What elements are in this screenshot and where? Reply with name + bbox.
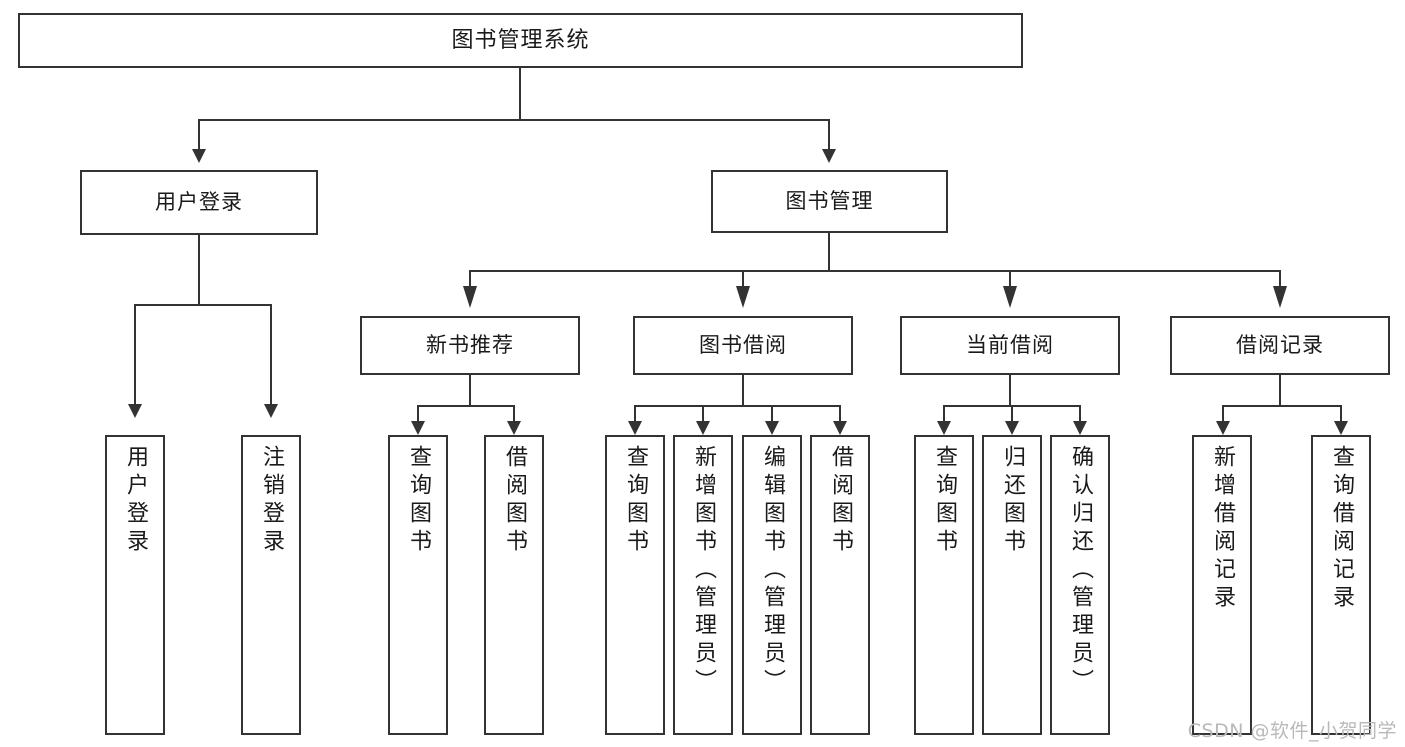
csdn-watermark: CSDN @软件_小贺同学 [1187, 720, 1397, 742]
connector-bb-drop-2 [702, 405, 704, 421]
node-label: 借阅图书 [502, 445, 527, 557]
connector-user-login-drop-1 [134, 304, 136, 404]
connector-user-login-bus [134, 304, 272, 306]
arrowhead-br-leaf-2 [1334, 421, 1348, 435]
node-label: 新增借阅记录 [1210, 445, 1235, 613]
connector-bb-drop-1 [634, 405, 636, 421]
connector-cb-drop-1 [943, 405, 945, 421]
connector-nbr-bus [417, 405, 515, 407]
connector-root-bus [198, 119, 830, 121]
leaf-user-login[interactable]: 用户登录 [105, 435, 165, 735]
node-label: 用户登录 [155, 190, 243, 215]
leaf-br-add-record[interactable]: 新增借阅记录 [1192, 435, 1252, 735]
connector-user-login-stem [198, 235, 200, 305]
connector-level2-drop-2 [742, 270, 744, 286]
leaf-bb-add-book-admin[interactable]: 新增图书（管理员） [673, 435, 733, 735]
connector-root-stem [519, 68, 521, 120]
arrowhead-to-book-management [822, 149, 836, 163]
node-book-borrow[interactable]: 图书借阅 [633, 316, 853, 375]
node-label: 注销登录 [259, 445, 284, 557]
node-user-login[interactable]: 用户登录 [80, 170, 318, 235]
connector-nbr-drop-1 [417, 405, 419, 421]
node-label: 借阅记录 [1236, 333, 1324, 358]
node-label: 查询借阅记录 [1329, 445, 1354, 613]
arrowhead-to-book-borrow [736, 286, 750, 308]
node-label: 借阅图书 [828, 445, 853, 557]
node-current-borrow[interactable]: 当前借阅 [900, 316, 1120, 375]
connector-bb-drop-4 [839, 405, 841, 421]
leaf-bb-edit-book-admin[interactable]: 编辑图书（管理员） [742, 435, 802, 735]
connector-cb-drop-3 [1079, 405, 1081, 421]
connector-level2-bus [469, 270, 1281, 272]
connector-book-management-stem [828, 233, 830, 271]
arrowhead-cb-leaf-2 [1005, 421, 1019, 435]
arrowhead-to-user-login [192, 149, 206, 163]
leaf-cb-return-book[interactable]: 归还图书 [982, 435, 1042, 735]
connector-bb-drop-3 [771, 405, 773, 421]
node-label: 编辑图书（管理员） [760, 445, 785, 697]
node-label: 图书管理系统 [451, 27, 590, 53]
leaf-nbr-query-book[interactable]: 查询图书 [388, 435, 448, 735]
leaf-bb-borrow-book[interactable]: 借阅图书 [810, 435, 870, 735]
node-borrow-record[interactable]: 借阅记录 [1170, 316, 1390, 375]
arrowhead-bb-leaf-4 [833, 421, 847, 435]
connector-bb-bus [634, 405, 840, 407]
connector-cb-drop-2 [1011, 405, 1013, 421]
arrowhead-to-current-borrow [1003, 286, 1017, 308]
node-new-book-recommend[interactable]: 新书推荐 [360, 316, 580, 375]
arrowhead-nbr-leaf-2 [507, 421, 521, 435]
connector-br-bus [1222, 405, 1342, 407]
connector-user-login-drop-2 [270, 304, 272, 404]
connector-br-drop-2 [1340, 405, 1342, 421]
connector-level2-drop-3 [1009, 270, 1011, 286]
arrowhead-bb-leaf-2 [696, 421, 710, 435]
node-book-management[interactable]: 图书管理 [711, 170, 948, 233]
arrowhead-br-leaf-1 [1216, 421, 1230, 435]
arrowhead-nbr-leaf-1 [411, 421, 425, 435]
arrowhead-to-new-book-recommend [463, 286, 477, 308]
node-label: 查询图书 [932, 445, 957, 557]
node-label: 查询图书 [623, 445, 648, 557]
connector-level2-drop-4 [1279, 270, 1281, 286]
connector-bb-stem [742, 375, 744, 406]
node-label: 当前借阅 [966, 333, 1054, 358]
arrowhead-user-login-leaf-1 [128, 404, 142, 418]
arrowhead-cb-leaf-3 [1073, 421, 1087, 435]
leaf-bb-query-book[interactable]: 查询图书 [605, 435, 665, 735]
node-label: 图书借阅 [699, 333, 787, 358]
connector-br-stem [1279, 375, 1281, 406]
node-label: 查询图书 [406, 445, 431, 557]
node-label: 归还图书 [1000, 445, 1025, 557]
arrowhead-to-borrow-record [1273, 286, 1287, 308]
leaf-nbr-borrow-book[interactable]: 借阅图书 [484, 435, 544, 735]
leaf-cb-query-book[interactable]: 查询图书 [914, 435, 974, 735]
leaf-br-query-record[interactable]: 查询借阅记录 [1311, 435, 1371, 735]
connector-nbr-stem [469, 375, 471, 406]
connector-cb-stem [1009, 375, 1011, 406]
connector-br-drop-1 [1222, 405, 1224, 421]
arrowhead-bb-leaf-3 [765, 421, 779, 435]
node-label: 新书推荐 [426, 333, 514, 358]
leaf-logout[interactable]: 注销登录 [241, 435, 301, 735]
node-root-book-management-system[interactable]: 图书管理系统 [18, 13, 1023, 68]
connector-root-drop-1 [198, 119, 200, 149]
connector-root-drop-2 [828, 119, 830, 149]
node-label: 确认归还（管理员） [1068, 445, 1093, 697]
leaf-cb-confirm-return-admin[interactable]: 确认归还（管理员） [1050, 435, 1110, 735]
node-label: 图书管理 [785, 189, 874, 214]
arrowhead-bb-leaf-1 [628, 421, 642, 435]
connector-nbr-drop-2 [513, 405, 515, 421]
node-label: 用户登录 [123, 445, 148, 557]
arrowhead-cb-leaf-1 [937, 421, 951, 435]
arrowhead-user-login-leaf-2 [264, 404, 278, 418]
node-label: 新增图书（管理员） [691, 445, 716, 697]
connector-level2-drop-1 [469, 270, 471, 286]
